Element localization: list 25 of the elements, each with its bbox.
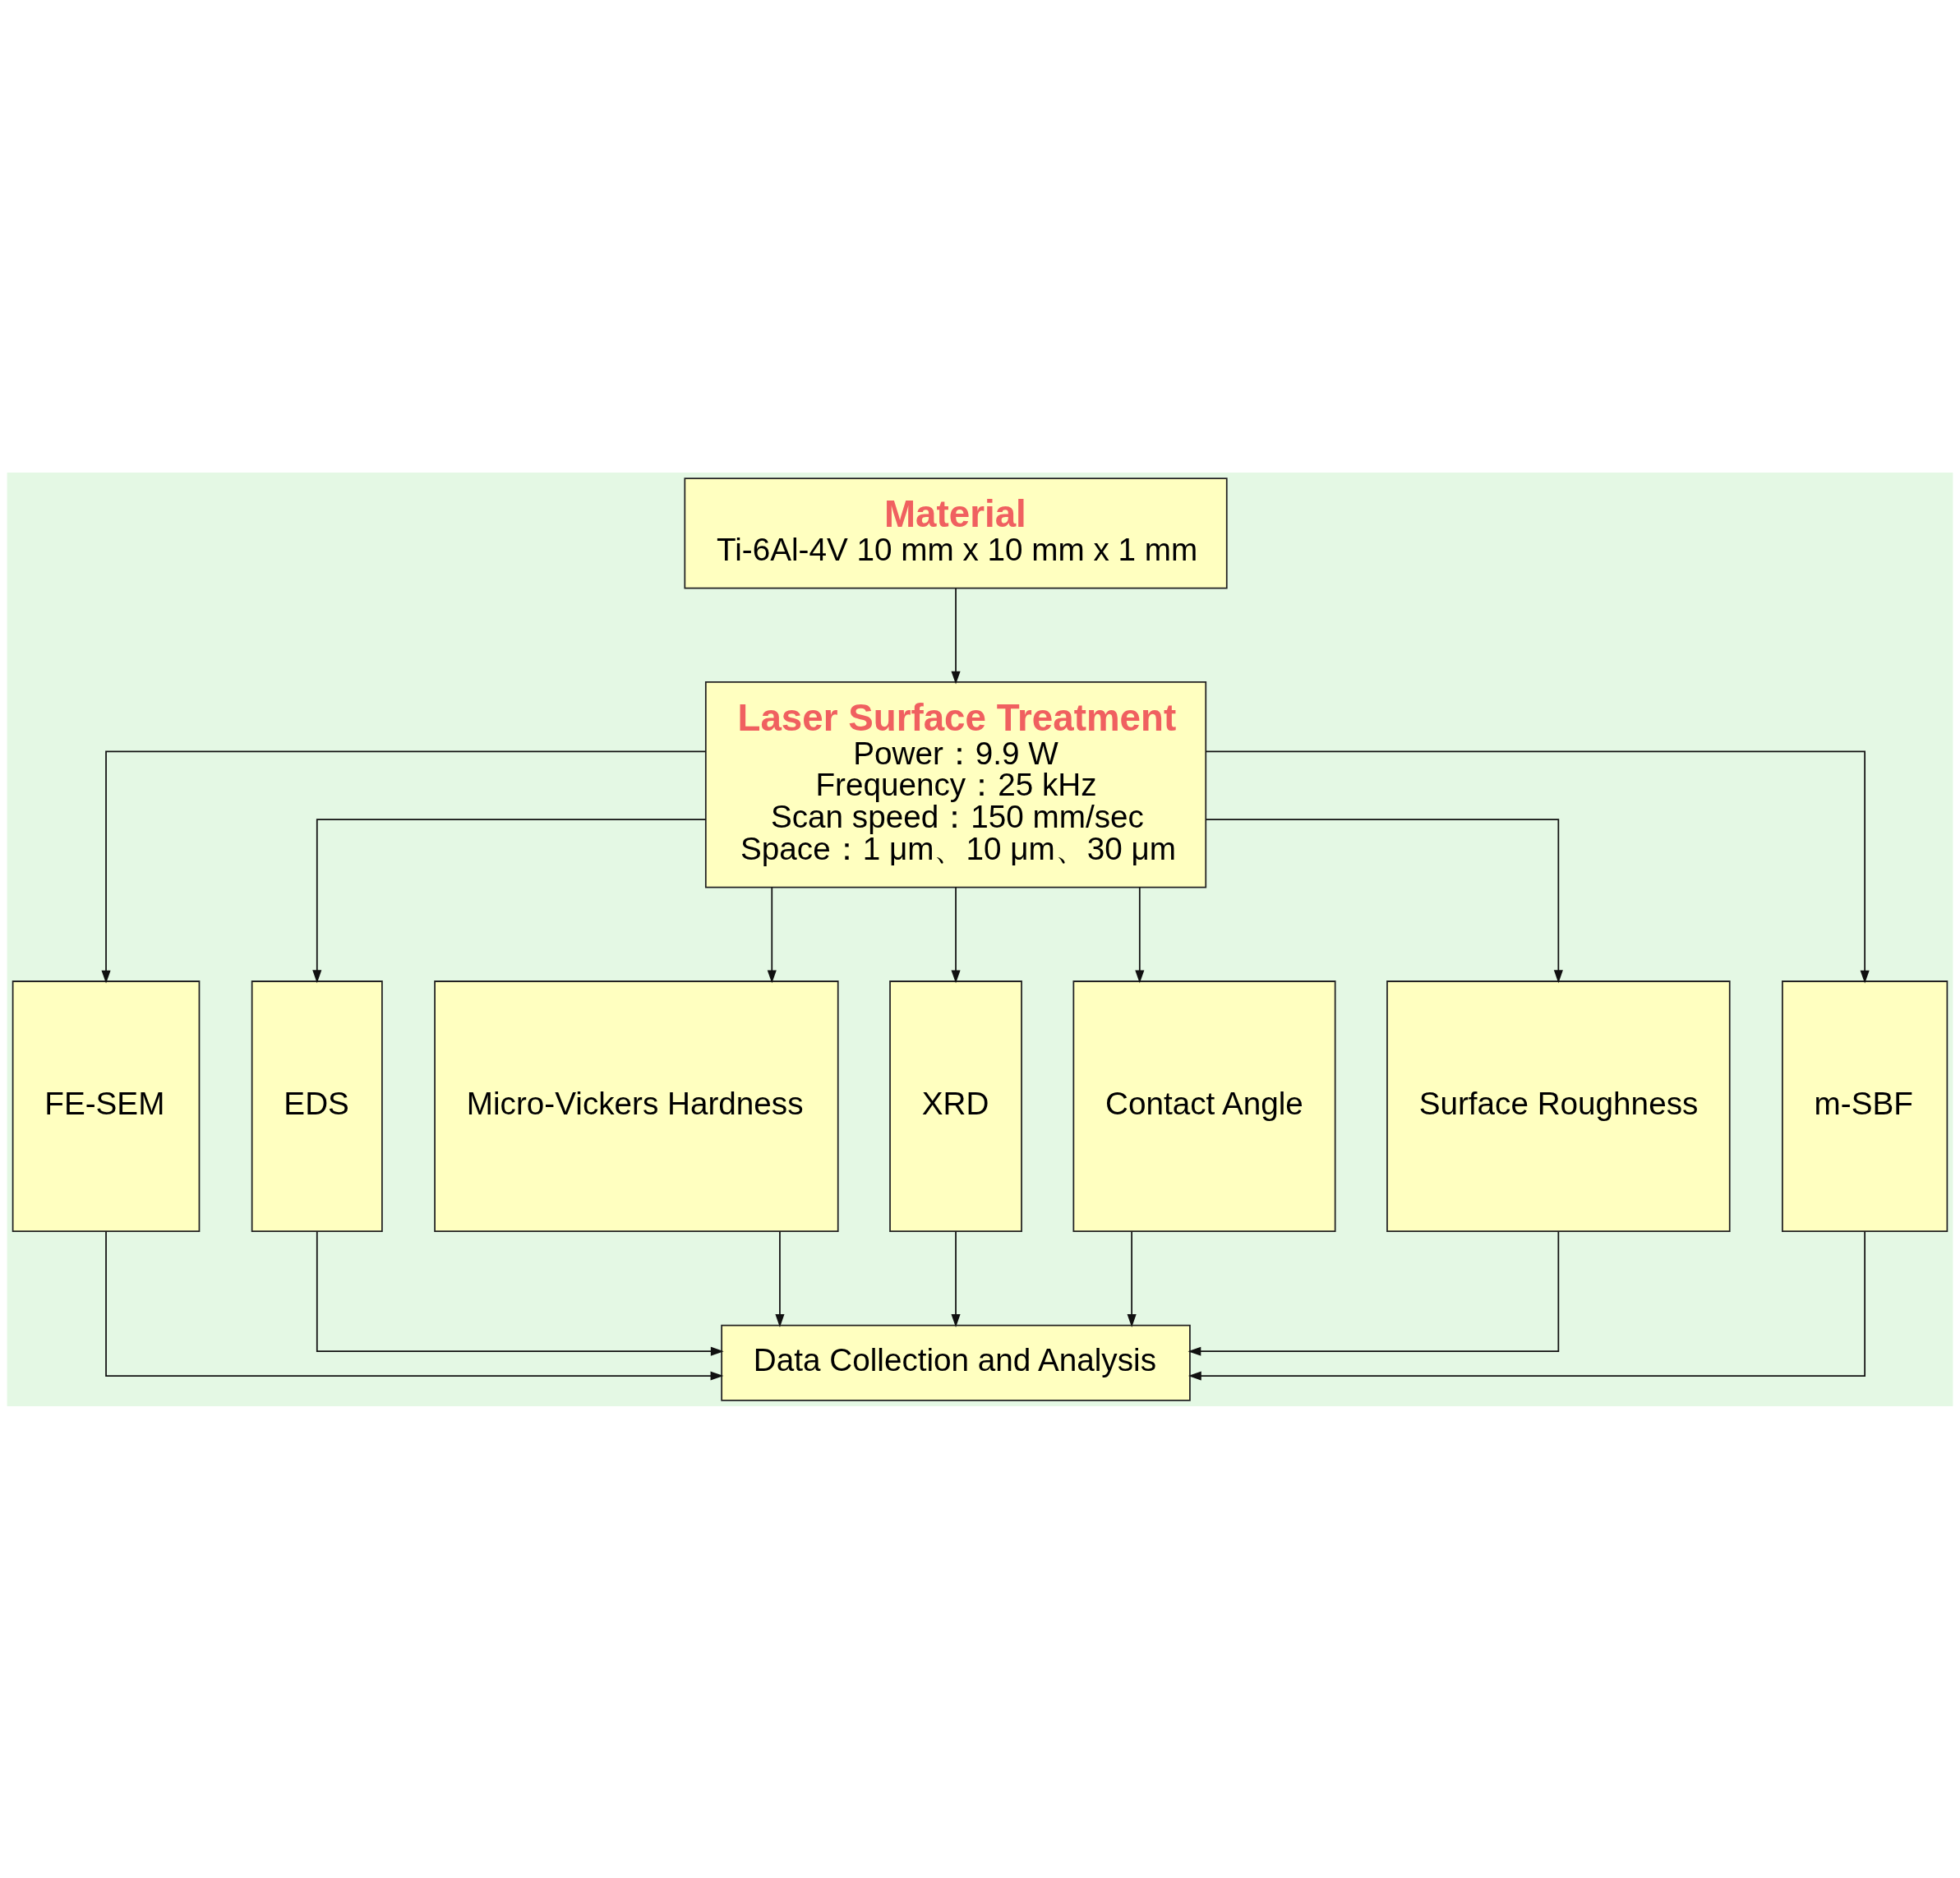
arrow: [1127, 1230, 1137, 1327]
arrow: [1205, 818, 1563, 983]
arrow: [312, 818, 707, 983]
node-box: XRD: [889, 980, 1022, 1232]
arrow: [1188, 1230, 1560, 1356]
node-box: Data Collection and Analysis: [721, 1324, 1191, 1401]
arrow: [951, 1230, 961, 1327]
arrow: [1188, 1230, 1866, 1381]
arrow: [775, 1230, 785, 1327]
arrow: [1135, 886, 1145, 983]
arrow: [101, 750, 707, 984]
node-box: FE-SEM: [12, 980, 201, 1232]
arrow: [951, 886, 961, 983]
node-box: m-SBF: [1782, 980, 1948, 1232]
node-box: Laser Surface Treatment Power：9.9 W Frequency：25 kHz Scan speed：150 mm/sec Space：1 μm、10 μm、30 μm: [704, 681, 1207, 888]
node-box: EDS: [251, 980, 383, 1232]
arrow: [951, 587, 961, 685]
node-box: Contact Angle: [1072, 980, 1336, 1232]
node-box: Material Ti-6Al-4V 10 mm x 10 mm x 1 mm: [684, 477, 1228, 589]
node-box: Surface Roughness: [1386, 980, 1731, 1232]
arrow: [1205, 750, 1870, 984]
arrow: [316, 1230, 724, 1356]
arrow: [767, 886, 777, 983]
arrow: [105, 1230, 724, 1381]
node-box: Micro-Vickers Hardness: [434, 980, 839, 1232]
